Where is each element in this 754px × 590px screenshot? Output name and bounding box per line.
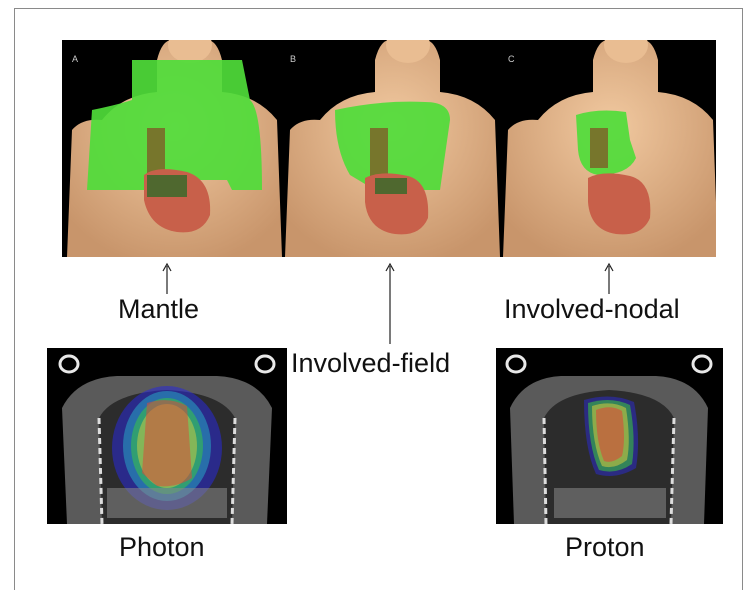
panel-b-letter: B (290, 54, 296, 64)
panel-c-letter: C (508, 54, 515, 64)
involved-field-label: Involved-field (291, 350, 450, 377)
involved-nodal-label: Involved-nodal (504, 296, 680, 323)
panel-b-involved-field: B (285, 40, 500, 257)
panel-a-mantle: A (67, 40, 282, 257)
proton-ct-image (496, 348, 723, 524)
mantle-label: Mantle (118, 296, 199, 323)
proton-label: Proton (565, 534, 645, 561)
photon-label: Photon (119, 534, 205, 561)
panel-a-letter: A (72, 54, 78, 64)
torso-render-strip: A B C (62, 40, 716, 257)
panel-c-involved-nodal: C (503, 40, 716, 257)
involved-nodal-arrow (602, 262, 616, 294)
involved-field-arrow (383, 262, 397, 344)
photon-ct-image (47, 348, 287, 524)
mantle-arrow (160, 262, 174, 294)
